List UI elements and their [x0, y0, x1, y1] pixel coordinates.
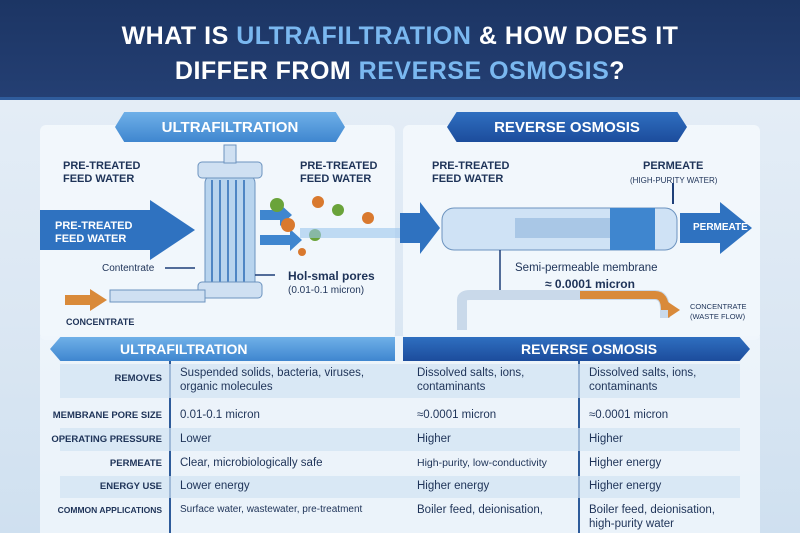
uf-feed-label-left: PRE-TREATED FEED WATER: [63, 160, 141, 185]
uf-cell: Lower: [180, 433, 212, 445]
concentrate-pipe: [109, 289, 206, 303]
ro-permeate-label: PERMEATE: [643, 160, 704, 172]
uf-pores-label: Hol-smal pores: [288, 269, 375, 283]
uf-banner: ULTRAFILTRATION: [115, 112, 345, 142]
ro-concentrate-label: CONCENTRATE: [690, 302, 747, 311]
uf-feed-arrow-label: PRE-TREATED FEED WATER: [55, 220, 133, 245]
uf-feed-label-right: PRE-TREATED FEED WATER: [300, 160, 378, 185]
ro-membrane-label: Semi-permeable membrane: [515, 262, 658, 274]
ro-permeate-arrow-label: PERMEATE: [693, 222, 748, 233]
row-label: OPERATING PRESSURE: [51, 434, 162, 445]
title-line-2: DIFFER FROM REVERSE OSMOSIS?: [174, 57, 626, 85]
ro-cell: ≈0.0001 micron: [589, 409, 669, 421]
table-header-uf: ULTRAFILTRATION: [50, 337, 395, 361]
ro-concentrate-sub: (WASTE FLOW): [690, 312, 746, 321]
ro-cell: Higher energy: [417, 480, 490, 492]
table-row-band: [60, 476, 740, 498]
ro-membrane-size: ≈ 0.0001 micron: [545, 277, 635, 291]
uf-cell: 0.01-0.1 micron: [180, 409, 260, 421]
uf-contentrate-label: Contentrate: [102, 263, 155, 274]
concentrate-arrow: [65, 289, 107, 311]
ro-diagram: [400, 183, 752, 330]
ro-cell: Dissolved salts, ions, contaminants: [589, 367, 697, 393]
row-label: MEMBRANE PORE SIZE: [52, 410, 162, 421]
row-label: ENERGY USE: [99, 481, 162, 492]
uf-cell: Clear, microbiologically safe: [180, 457, 323, 469]
ro-permeate-sub: (HIGH-PURITY WATER): [630, 176, 718, 185]
uf-cell: Lower energy: [180, 480, 250, 492]
ro-cell: Boiler feed, deionisation,: [417, 504, 543, 516]
table-row-removes: [60, 364, 740, 398]
row-label: PERMEATE: [109, 458, 162, 469]
ro-cell: Dissolved salts, ions, contaminants: [417, 367, 525, 393]
ro-cell: Higher: [417, 433, 451, 445]
feed-arrow: [40, 200, 195, 260]
uf-cell: Suspended solids, bacteria, viruses, org…: [180, 367, 365, 393]
ro-cell: Higher: [589, 433, 623, 445]
table-row-band: [60, 428, 740, 451]
ro-cell: High-purity, low-conductivity: [417, 457, 547, 469]
uf-cell: Surface water, wastewater, pre-treatment: [180, 504, 363, 515]
ro-cell: Higher energy: [589, 457, 662, 469]
ro-cell: Higher energy: [589, 480, 662, 492]
table-header-ro: REVERSE OSMOSIS: [403, 337, 750, 361]
uf-concentrate-label: CONCENTRATE: [66, 317, 135, 327]
uf-pores-range: (0.01-0.1 micron): [288, 285, 365, 296]
permeate-arrow: [680, 202, 752, 254]
row-label: REMOVES: [114, 373, 162, 384]
row-label: COMMON APPLICATIONS: [57, 505, 162, 515]
uf-diagram: [40, 144, 400, 311]
ro-cell: ≈0.0001 micron: [417, 409, 497, 421]
ro-feed-label: PRE-TREATED FEED WATER: [432, 160, 510, 185]
ro-cell: Boiler feed, deionisation, high-purity w…: [589, 504, 715, 530]
title-line-1: WHAT IS ULTRAFILTRATION & HOW DOES IT: [121, 22, 679, 50]
ro-banner: REVERSE OSMOSIS: [447, 112, 687, 142]
title-banner: WHAT IS ULTRAFILTRATION & HOW DOES IT DI…: [0, 0, 800, 100]
